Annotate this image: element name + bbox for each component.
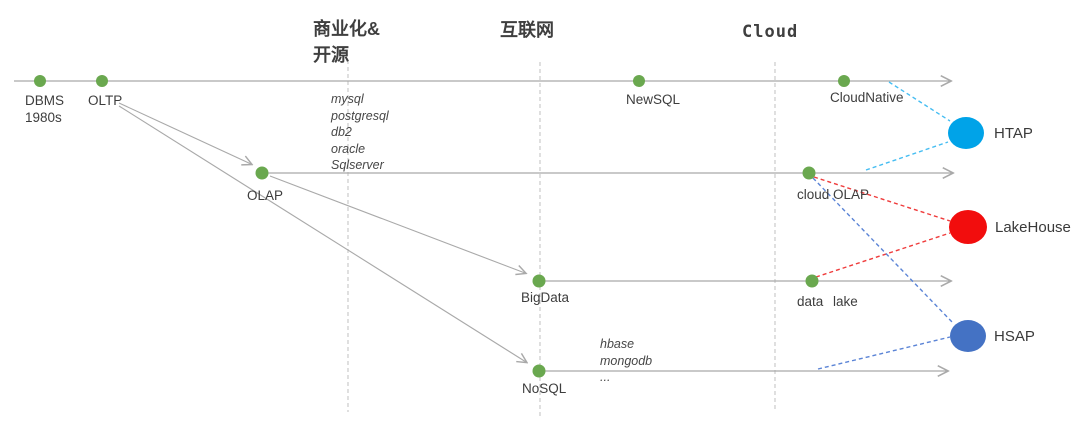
node-label-olap: OLAP (247, 188, 284, 203)
node-label-dbms: DBMS 1980s (25, 92, 64, 126)
node-label-data-lake: data lake (797, 294, 858, 309)
tech-list-nosql: hbase mongodb ... (600, 336, 652, 386)
node-label-bigdata: BigData (521, 290, 570, 305)
era-header-line1: 商业化& (313, 19, 380, 39)
tech-item-mysql: mysql (331, 92, 364, 106)
milestone-dot-olap (255, 166, 269, 180)
era-header-internet: 互联网 (500, 20, 554, 40)
tech-item-mongodb: mongodb (600, 353, 653, 368)
link-cloudolap-to-htap (865, 141, 949, 171)
tech-list-relational: mysql postgresql db2 oracle Sqlserver (331, 91, 389, 174)
era-header-line2: 开源 (313, 45, 349, 65)
link-cloudolap-to-hsap (812, 177, 954, 324)
milestone-dot-dbms (34, 75, 46, 87)
tech-item-oracle: oracle (331, 141, 366, 156)
link-datalake-to-lakehouse (815, 232, 951, 278)
htap-circle (948, 117, 984, 149)
lakehouse-circle (949, 210, 987, 244)
era-header-cloud: Cloud (742, 22, 799, 42)
arrow-oltp-to-olap (118, 102, 251, 164)
node-label-cloudnative: CloudNative (830, 90, 904, 105)
milestone-dot-oltp (96, 75, 108, 87)
tech-item-postgresql: postgresql (331, 108, 389, 123)
outcome-label-lakehouse: LakeHouse (995, 219, 1071, 236)
outcome-label-htap: HTAP (994, 125, 1033, 142)
outcome-label-hsap: HSAP (994, 328, 1035, 345)
node-label-nosql: NoSQL (522, 381, 567, 396)
node-label-dbms-name: DBMS (25, 93, 65, 108)
tech-item-sqlserver: Sqlserver (331, 158, 384, 172)
tech-item-ellipsis: ... (600, 370, 611, 384)
node-label-newsql: NewSQL (626, 92, 681, 107)
node-label-dbms-decade: 1980s (25, 110, 62, 125)
node-label-oltp: OLTP (88, 93, 123, 108)
link-cloudnative-to-htap (888, 81, 951, 122)
arrow-oltp-to-nosql (118, 105, 526, 362)
tech-item-hbase: hbase (600, 337, 635, 351)
link-nosql-to-hsap (817, 336, 951, 370)
era-header-commercial-opensource: 商业化& 开源 (313, 16, 380, 68)
milestone-dot-newsql (633, 75, 645, 87)
node-label-cloud-olap: cloud OLAP (797, 187, 870, 202)
milestone-dot-nosql (532, 364, 546, 378)
arrow-olap-to-bigdata (269, 175, 525, 273)
hsap-circle (950, 320, 986, 352)
milestone-dot-cloudnative (838, 75, 850, 87)
milestone-dot-bigdata (532, 274, 546, 288)
milestone-dot-cloud-olap (802, 166, 816, 180)
milestone-dot-data-lake (805, 274, 819, 288)
link-cloudolap-to-lakehouse (813, 176, 951, 222)
tech-item-db2: db2 (331, 125, 352, 139)
